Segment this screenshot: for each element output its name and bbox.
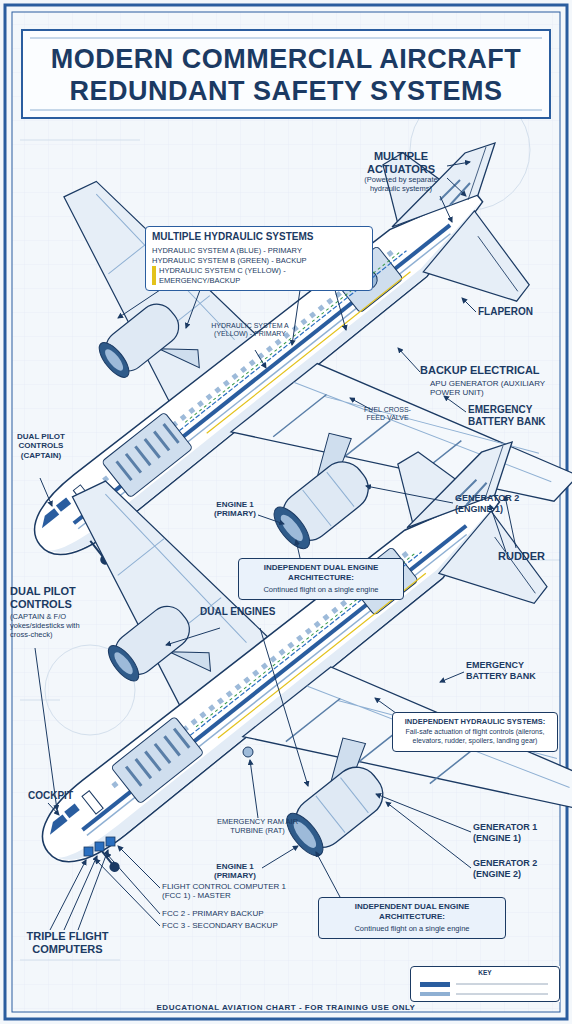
callout-label: ENGINE 1 (PRIMARY)	[205, 500, 265, 519]
callout-label: FLAPERON	[478, 306, 558, 318]
info-box: MULTIPLE HYDRAULIC SYSTEMS HYDRAULIC SYST…	[145, 226, 373, 291]
callout-label: RUDDER	[498, 550, 568, 563]
leader-line	[118, 290, 160, 318]
box-text: Continued flight on a single engine	[325, 924, 499, 933]
leader-line	[78, 850, 108, 930]
flight-computer-symbol	[106, 837, 115, 846]
box-text: HYDRAULIC SYSTEM C (YELLOW) - EMERGENCY/…	[152, 266, 366, 285]
leader-line	[335, 290, 346, 330]
callout-label: GENERATOR 1 (ENGINE 1)	[473, 822, 563, 843]
leader-line	[50, 860, 86, 930]
callout-label: HYDRAULIC SYSTEM A (YELLOW) - PRIMARY	[205, 322, 295, 339]
key-swatch	[420, 982, 450, 987]
box-heading: INDEPENDENT DUAL ENGINE ARCHITECTURE:	[325, 902, 499, 922]
leader-line	[462, 298, 476, 312]
leader-line	[166, 628, 220, 645]
callout-label: DUAL PILOT CONTROLS (CAPTAIN)	[10, 432, 72, 460]
callout-label: FCC 3 - SECONDARY BACKUP	[162, 921, 287, 930]
flight-computer-symbol	[84, 847, 93, 856]
callout-label: APU GENERATOR (AUXILIARY POWER UNIT)	[430, 379, 550, 398]
leader-line	[376, 794, 471, 832]
callout-label: COCKPIT	[28, 790, 108, 802]
key-box-fill	[410, 966, 560, 1002]
leader-line	[505, 496, 516, 548]
leader-line	[296, 540, 300, 558]
callout-label: DUAL PILOT CONTROLS	[10, 585, 105, 611]
callout-label: BACKUP ELECTRICAL	[420, 364, 560, 377]
callout-label: FCC 2 - PRIMARY BACKUP	[162, 909, 287, 918]
callout-label: FUEL CROSS-FEED VALVE	[360, 406, 415, 423]
leader-line	[366, 486, 453, 503]
leader-line	[447, 178, 466, 196]
box-heading: INDEPENDENT HYDRAULIC SYSTEMS:	[399, 717, 551, 726]
callout-label: FLIGHT CONTROL COMPUTER 1 (FCC 1) - MAST…	[162, 882, 287, 901]
leader-line	[260, 628, 308, 786]
callout-label: MULTIPLE ACTUATORS	[355, 150, 447, 176]
key-swatch	[420, 992, 450, 996]
title-rule	[30, 38, 542, 110]
leader-line	[118, 846, 160, 888]
callout-label: ENGINE 1 (PRIMARY)	[205, 862, 265, 881]
legend-box: KEY	[410, 966, 560, 1002]
key-rule	[456, 984, 548, 994]
box-heading: MULTIPLE HYDRAULIC SYSTEMS	[152, 231, 366, 244]
box-text: HYDRAULIC SYSTEM B (GREEN) - BACKUP	[152, 256, 366, 265]
box-heading: INDEPENDENT DUAL ENGINE ARCHITECTURE:	[245, 563, 397, 583]
leader-line	[316, 852, 340, 897]
info-box: INDEPENDENT DUAL ENGINE ARCHITECTURE: Con…	[238, 558, 404, 600]
chart-title: MODERN COMMERCIAL AIRCRAFT REDUNDANT SAF…	[30, 44, 542, 108]
box-text: HYDRAULIC SYSTEM A (BLUE) - PRIMARY	[152, 246, 366, 255]
callout-label: EMERGENCY BATTERY BANK	[466, 660, 566, 681]
leader-line	[440, 196, 452, 222]
leader-line	[48, 803, 59, 815]
info-box: INDEPENDENT HYDRAULIC SYSTEMS: Fail-safe …	[392, 712, 558, 752]
info-box: INDEPENDENT DUAL ENGINE ARCHITECTURE: Con…	[318, 897, 506, 939]
leader-line	[250, 760, 258, 818]
ram-air-turbine	[243, 747, 253, 757]
leader-line	[35, 648, 57, 810]
leader-line	[95, 859, 160, 926]
box-text: Fail-safe actuation of flight controls (…	[399, 728, 551, 746]
callout-label: GENERATOR 2 (ENGINE 1)	[455, 493, 535, 514]
chart-caption: EDUCATIONAL AVIATION CHART - FOR TRAININ…	[20, 1003, 552, 1012]
leader-line	[35, 162, 516, 930]
callout-label: GENERATOR 2 (ENGINE 2)	[473, 858, 563, 879]
leader-line	[444, 396, 466, 412]
flight-computer-symbol	[95, 842, 104, 851]
callout-label: EMERGENCY BATTERY BANK	[468, 404, 568, 428]
leader-line	[106, 853, 160, 914]
leader-line	[258, 515, 284, 524]
box-heading: KEY	[415, 969, 555, 977]
callout-label: TRIPLE FLIGHT COMPUTERS	[15, 930, 120, 956]
leader-line	[447, 162, 470, 166]
callout-label: DUAL ENGINES	[200, 606, 300, 618]
box-text: Continued flight on a single engine	[245, 585, 397, 594]
leader-line	[440, 672, 464, 682]
leader-line	[255, 350, 266, 368]
leader-line	[186, 290, 200, 328]
leader-line	[398, 348, 420, 372]
leader-line	[292, 290, 300, 345]
callout-label: EMERGENCY RAM AIR TURBINE (RAT)	[200, 818, 315, 836]
callout-label: (CAPTAIN & F/O yokes/sidesticks with cro…	[10, 613, 90, 640]
title-frame	[22, 30, 550, 118]
callout-label: (Powered by separate hydraulic systems)	[352, 176, 450, 194]
leader-line	[262, 846, 298, 868]
leader-line	[386, 802, 471, 868]
flight-computer-symbol	[84, 837, 115, 856]
leader-line	[40, 478, 52, 506]
aircraft-illustration	[0, 291, 572, 1024]
